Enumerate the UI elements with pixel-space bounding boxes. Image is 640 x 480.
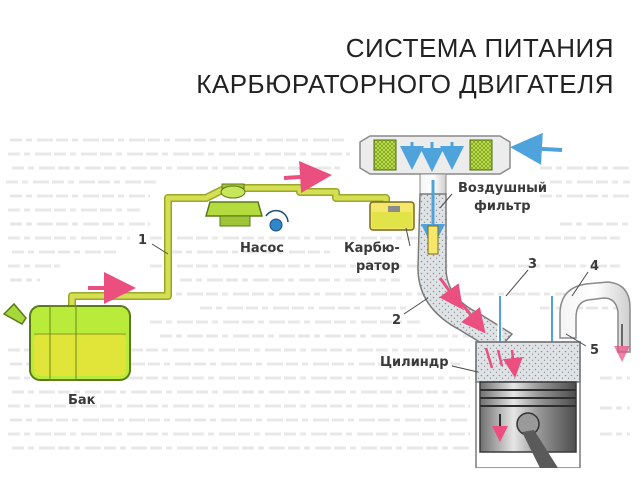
number-4: 4 [590,259,599,274]
air-intake-arrow [510,132,563,165]
label-filter-1: Воздушный [458,181,547,196]
label-tank: Бак [68,393,96,408]
piston [479,381,577,468]
label-carburetor-2: ратор [356,259,400,274]
number-1: 1 [138,233,147,248]
number-2: 2 [392,313,401,328]
fuel-system-diagram: Бак Насос Карбю- ратор Воздушный фильтр … [0,128,640,468]
label-carburetor-1: Карбю- [344,241,400,256]
mixture-arrow-1 [438,277,464,310]
label-filter-2: фильтр [474,199,531,214]
fuel-pump [205,183,289,232]
fuel-flow-arrow-pump [283,161,332,193]
title-line-1: СИСТЕМА ПИТАНИЯ [345,33,614,63]
title-line-2: КАРБЮРАТОРНОГО ДВИГАТЕЛЯ [196,69,614,99]
slide-title: СИСТЕМА ПИТАНИЯ КАРБЮРАТОРНОГО ДВИГАТЕЛЯ [196,30,614,102]
label-pump: Насос [240,241,284,256]
label-cylinder: Цилиндр [380,355,449,370]
cylinder [475,341,581,468]
number-3: 3 [528,257,537,272]
fuel-tank [2,302,131,381]
jet-tube [427,225,439,255]
carburetor [369,201,415,231]
number-5: 5 [590,343,599,358]
callout-lines [151,193,589,373]
mixture-arrow-2 [460,303,486,334]
